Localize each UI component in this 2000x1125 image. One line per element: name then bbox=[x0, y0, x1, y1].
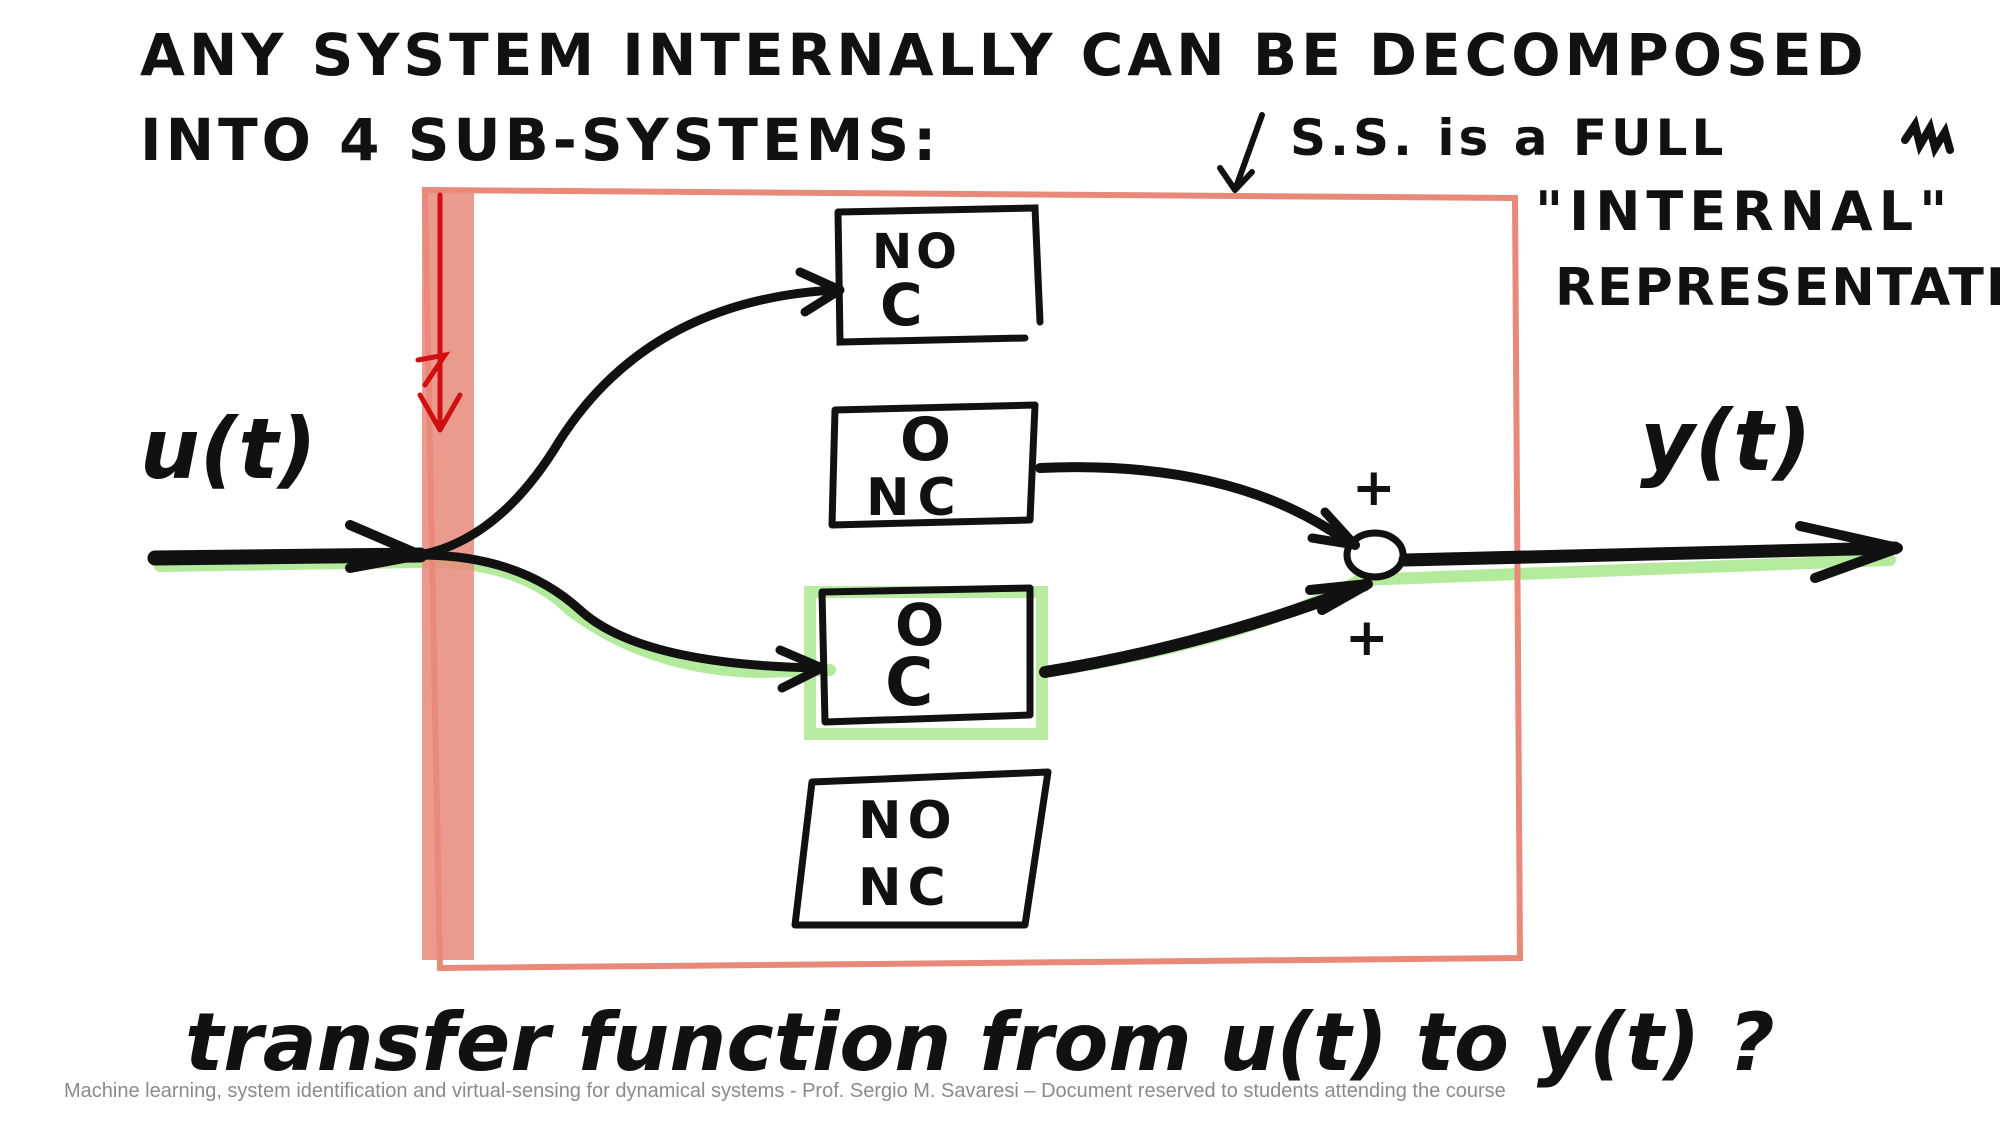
output-label: y(t) bbox=[1640, 392, 1812, 490]
summing-junction bbox=[1343, 529, 1407, 581]
input-arrowhead bbox=[345, 520, 425, 573]
block-1-line-2: C bbox=[880, 271, 923, 339]
block-3-output-arrowhead bbox=[1305, 579, 1373, 615]
annotation-line-2: "INTERNAL" bbox=[1535, 180, 1953, 243]
input-line bbox=[147, 547, 428, 566]
scribble-mark bbox=[1901, 115, 1954, 159]
block-3-line-2: C bbox=[885, 644, 933, 721]
highlight-path bbox=[154, 554, 1896, 679]
annotation-line-1: S.S. is a FULL bbox=[1290, 109, 1727, 167]
branch-to-block-1 bbox=[415, 285, 840, 560]
block-4-line-1: NO bbox=[858, 791, 958, 851]
title-line-2: INTO 4 SUB-SYSTEMS: bbox=[140, 106, 940, 174]
block-o-nc: O NC bbox=[828, 401, 1039, 529]
sum-sign-bottom: + bbox=[1345, 608, 1389, 668]
block-2-line-1: O bbox=[900, 405, 951, 475]
branch-to-block-3 bbox=[415, 550, 825, 673]
block-2-line-2: NC bbox=[866, 468, 964, 528]
title-line-1: ANY SYSTEM INTERNALLY CAN BE DECOMPOSED bbox=[140, 21, 1868, 89]
annotation-line-3: REPRESENTATION bbox=[1555, 258, 2000, 318]
block-no-c: NO C bbox=[834, 204, 1044, 346]
block-3-output bbox=[1039, 579, 1371, 678]
block-3-line-1: O bbox=[895, 591, 944, 659]
state-arrow bbox=[415, 192, 463, 433]
block-1-line-1: NO bbox=[872, 224, 961, 280]
block-o-c: O C bbox=[818, 584, 1034, 726]
output-arrowhead bbox=[1795, 521, 1903, 583]
block-no-nc: NO NC bbox=[791, 768, 1052, 929]
sum-sign-top: + bbox=[1352, 458, 1396, 518]
annotation-arrow bbox=[1217, 112, 1265, 193]
input-bar bbox=[422, 190, 474, 960]
input-label: u(t) bbox=[140, 400, 317, 498]
output-line bbox=[1398, 541, 1902, 567]
block-2-output-arrowhead bbox=[1307, 507, 1360, 550]
block-2-output bbox=[1035, 462, 1360, 550]
question-text: transfer function from u(t) to y(t) ? bbox=[185, 996, 1775, 1089]
footer-text: Machine learning, system identification … bbox=[64, 1080, 1506, 1102]
block-4-line-2: NC bbox=[858, 858, 952, 918]
